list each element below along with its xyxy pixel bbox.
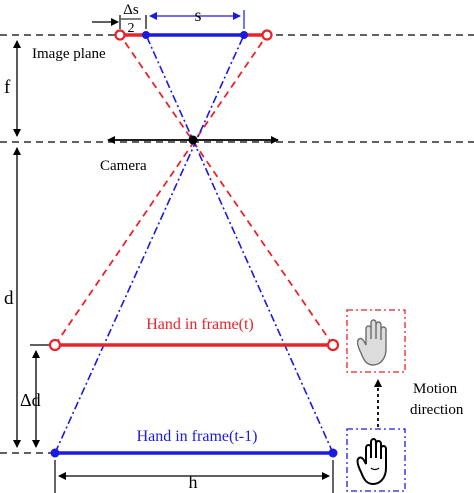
motion-label-line2: direction: [410, 402, 464, 418]
image-red-endpoint-right: [261, 29, 273, 41]
d-label: d: [4, 288, 14, 309]
hand-t-endpoint-left: [48, 338, 62, 352]
blue-ray-right: [145, 34, 334, 454]
motion-label-line1: Motion: [413, 381, 458, 397]
hand-t1-endpoint-right: [328, 448, 338, 458]
delta-s-numerator: Δs: [123, 2, 139, 18]
hand-t-endpoint-right: [326, 338, 340, 352]
hand-t1-endpoint-left: [50, 448, 60, 458]
s-label: s: [194, 5, 201, 25]
camera-label: Camera: [100, 158, 147, 174]
delta-d-label: Δd: [20, 390, 41, 410]
red-ray-right: [119, 34, 334, 346]
delta-s-denominator: 2: [128, 21, 135, 36]
open-hand-icon: [356, 319, 387, 366]
image-plane-label: Image plane: [32, 46, 106, 62]
image-red-endpoint-left: [114, 29, 126, 41]
open-hand-icon: [356, 438, 387, 486]
hand-t-label: Hand in frame(t): [146, 316, 254, 333]
h-label: h: [189, 472, 198, 492]
image-blue-endpoint-right: [240, 31, 248, 39]
blue-ray-left: [54, 34, 245, 454]
image-blue-endpoint-left: [142, 31, 150, 39]
hand-t1-label: Hand in frame(t-1): [137, 428, 258, 445]
camera-center-point: [188, 135, 198, 145]
red-ray-left: [54, 34, 268, 346]
f-label: f: [4, 77, 11, 98]
